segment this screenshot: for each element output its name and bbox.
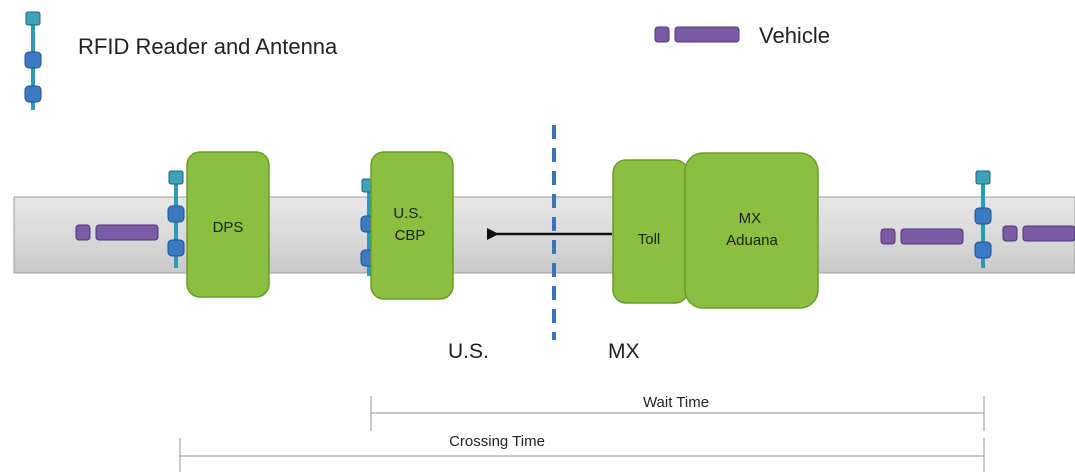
rfid-reader-dps: [167, 170, 185, 268]
vehicle: [1002, 225, 1075, 242]
rfid-reader-mx: [974, 170, 992, 268]
crossing-time-label: Crossing Time: [449, 433, 545, 450]
legend-rfid-reader-icon: [24, 11, 42, 110]
legend-vehicle-icon: [654, 26, 740, 43]
mx-aduana-booth: [684, 152, 819, 309]
cbp-label: U.S. CBP: [393, 205, 426, 244]
vehicle: [880, 228, 964, 245]
toll-label: Toll: [638, 231, 661, 248]
vehicle: [75, 224, 159, 241]
mx-side-label: MX: [608, 340, 640, 363]
us-cbp-booth: [370, 151, 454, 300]
wait-time-label: Wait Time: [643, 394, 709, 411]
us-side-label: U.S.: [448, 340, 489, 363]
crossing-time-span: [179, 438, 985, 472]
legend-vehicle-label: Vehicle: [759, 23, 830, 48]
dps-booth: [186, 151, 270, 298]
aduana-label: MX Aduana: [726, 210, 778, 249]
dps-label: DPS: [213, 219, 244, 236]
wait-time-span: [370, 396, 985, 431]
legend-reader-label: RFID Reader and Antenna: [78, 34, 338, 59]
